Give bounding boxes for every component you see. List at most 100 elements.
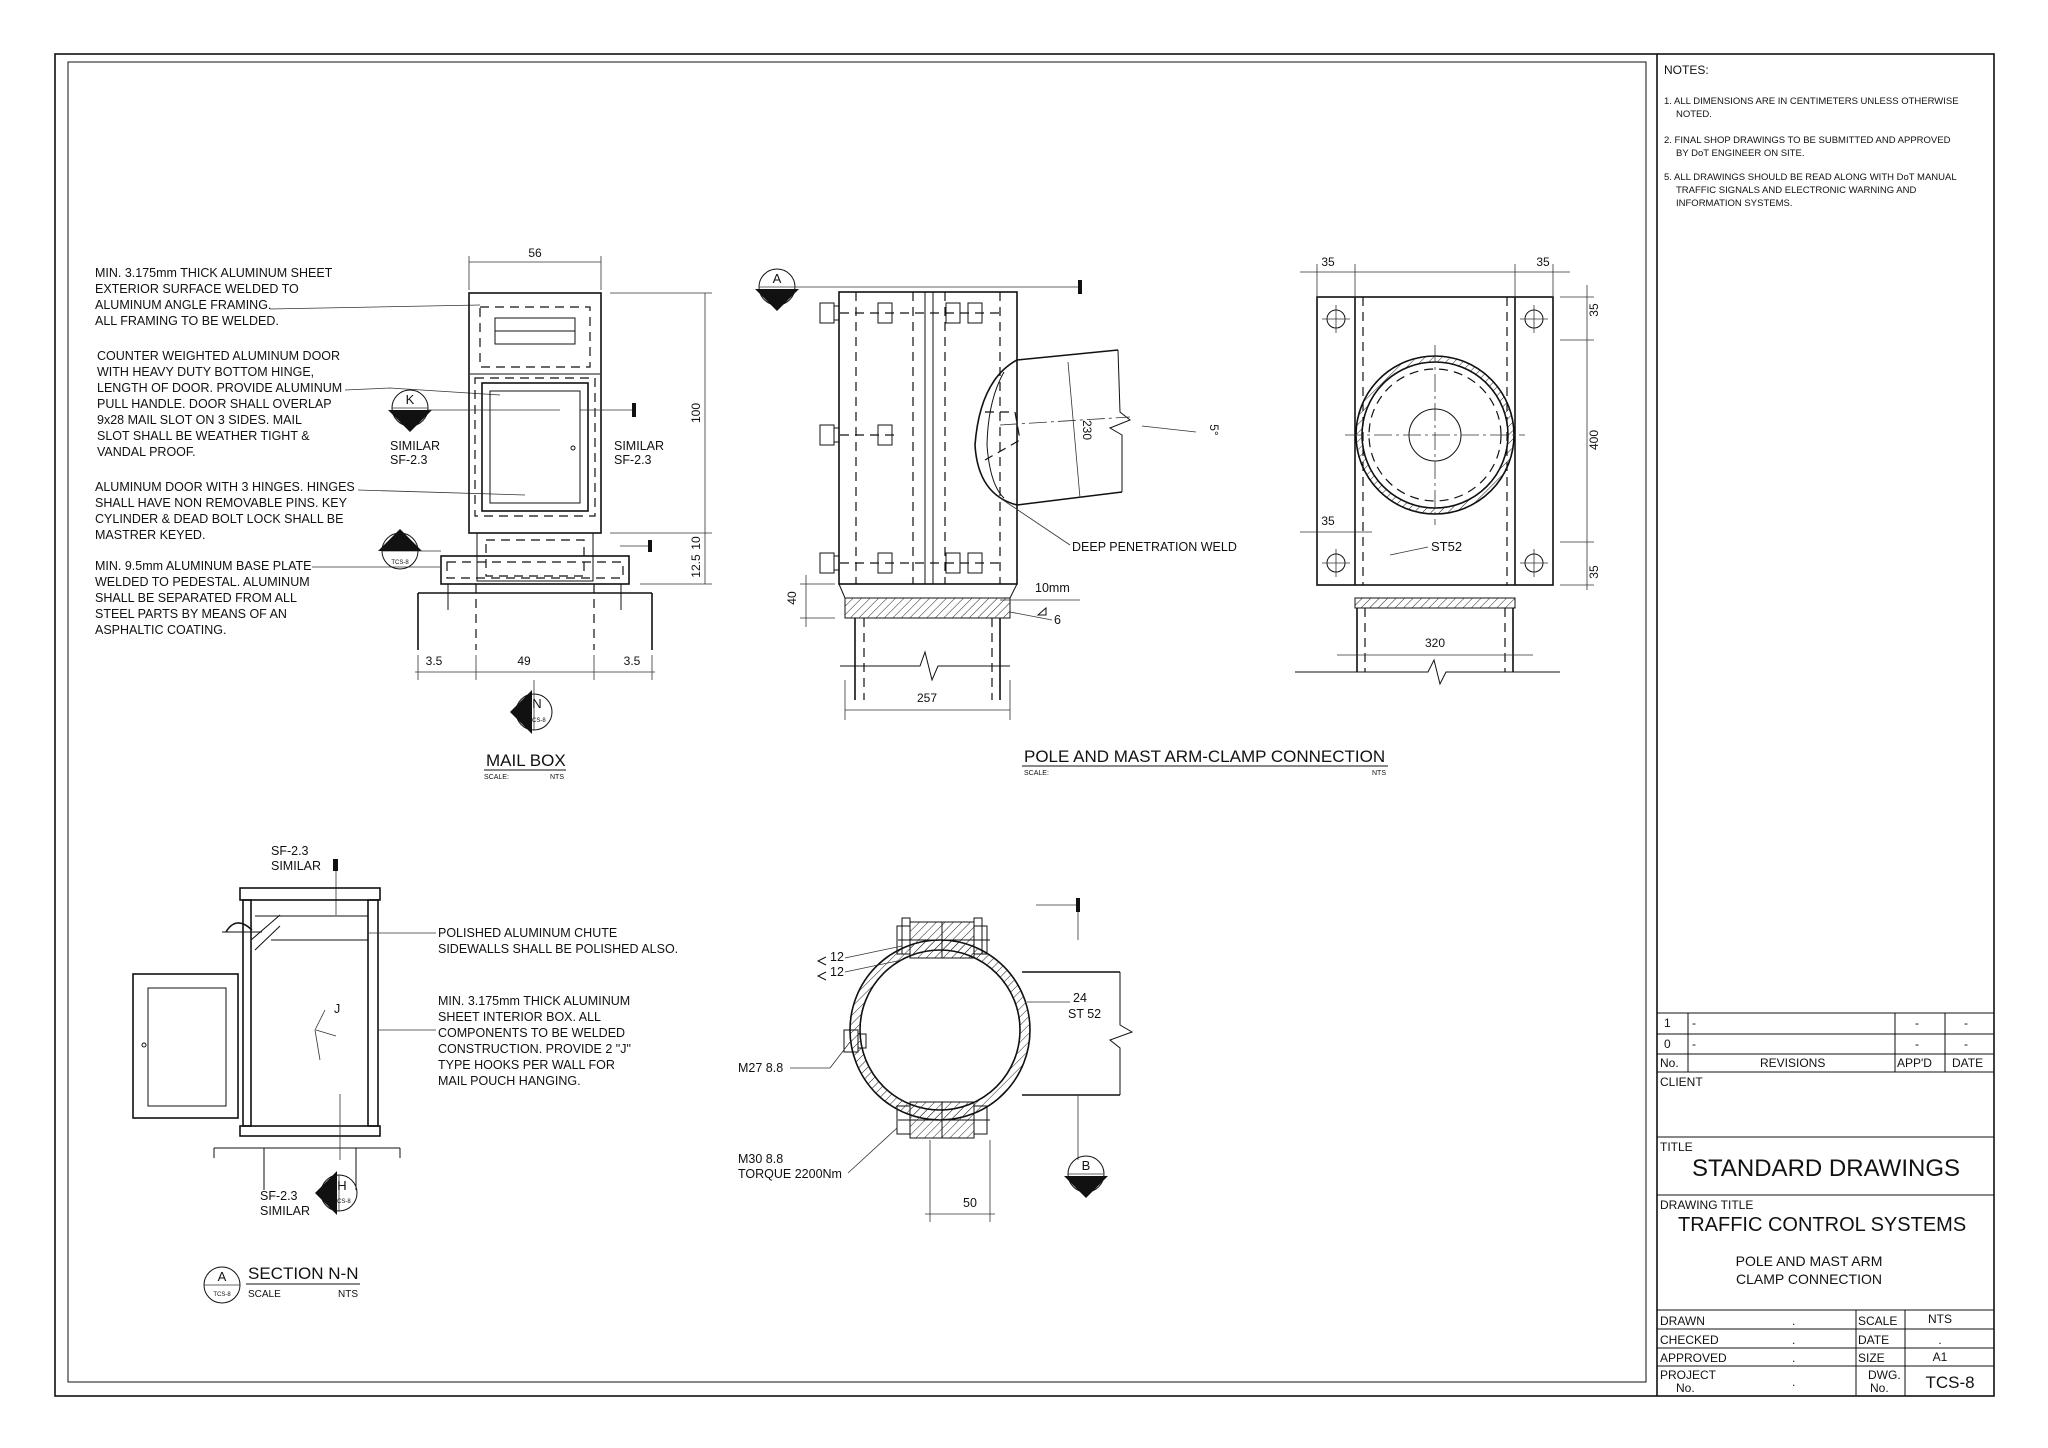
note-1-line2: NOTED. bbox=[1676, 109, 1712, 120]
section-marker-icon bbox=[510, 690, 532, 734]
section-cut-mark bbox=[1076, 898, 1080, 912]
section-bottom-similar: SIMILAR bbox=[260, 1204, 310, 1218]
section-marker-icon bbox=[1064, 1176, 1108, 1198]
rev-1-no: 1 bbox=[1664, 1016, 1671, 1030]
mailbox-note-2-line5: 9x28 MAIL SLOT ON 3 SIDES. MAIL bbox=[97, 413, 302, 427]
weld-label-1: 12 bbox=[830, 950, 844, 964]
tag-h-letter: H bbox=[337, 1178, 346, 1193]
ring-inner bbox=[859, 949, 1021, 1111]
section-top-ref: SF-2.3 bbox=[271, 844, 309, 858]
mast-arm-top bbox=[1016, 349, 1119, 361]
dim-plate-right-top: 35 bbox=[1587, 303, 1601, 317]
mailbox-note-1-line4: ALL FRAMING TO BE WELDED. bbox=[95, 314, 279, 328]
clamp-scale-label: SCALE: bbox=[1024, 770, 1049, 777]
ring-dim-24: 24 bbox=[1073, 991, 1087, 1005]
dwg-number: TCS-8 bbox=[1925, 1373, 1974, 1392]
section-cut-mark bbox=[333, 859, 338, 871]
box-note-line6: MAIL POUCH HANGING. bbox=[438, 1074, 581, 1088]
section-cut-mark bbox=[648, 540, 652, 552]
tag-b-ref: TCS-8 bbox=[1077, 1181, 1095, 1187]
mailbox-note-1-line2: EXTERIOR SURFACE WELDED TO bbox=[95, 282, 299, 296]
mailbox-note-3-line1: ALUMINUM DOOR WITH 3 HINGES. HINGES bbox=[95, 480, 355, 494]
similar-right-l2: SF-2.3 bbox=[614, 453, 652, 467]
break-line bbox=[1108, 972, 1134, 1095]
tag-a-ref: TCS-8 bbox=[768, 294, 786, 300]
similar-left-l1: SIMILAR bbox=[390, 439, 440, 453]
j-hook-icon bbox=[314, 1009, 326, 1061]
mailbox-base-plate bbox=[440, 555, 630, 585]
weld-label-2: 12 bbox=[830, 965, 844, 979]
rev-1-appd: - bbox=[1915, 1016, 1919, 1030]
mailbox-title: MAIL BOX bbox=[486, 751, 566, 770]
mailbox-note-2-line6: SLOT SHALL BE WEATHER TIGHT & bbox=[97, 429, 310, 443]
mailbox-scale-value: NTS bbox=[550, 774, 564, 781]
date-value: . bbox=[1938, 1333, 1941, 1347]
mailbox-scale-label: SCALE: bbox=[484, 774, 509, 781]
section-scale-value: NTS bbox=[338, 1289, 358, 1300]
weld-label: DEEP PENETRATION WELD bbox=[1072, 540, 1237, 554]
plate-weld bbox=[1354, 597, 1516, 609]
rev-0-date: - bbox=[1964, 1037, 1968, 1051]
mailbox-note-2-line3: LENGTH OF DOOR. PROVIDE ALUMINUM bbox=[97, 381, 342, 395]
mailbox-note-1-line1: MIN. 3.175mm THICK ALUMINUM SHEET bbox=[95, 266, 333, 280]
chute-top bbox=[239, 887, 381, 901]
dim-plate-320: 320 bbox=[1425, 636, 1445, 650]
drawn-label: DRAWN bbox=[1660, 1314, 1705, 1328]
mailbox-note-4-line2: WELDED TO PEDESTAL. ALUMINUM bbox=[95, 575, 310, 589]
chute-bottom bbox=[239, 1125, 381, 1137]
size-value: A1 bbox=[1933, 1350, 1948, 1364]
clamp-body bbox=[838, 291, 1018, 585]
door-lock-icon bbox=[570, 445, 576, 451]
section-marker-icon bbox=[388, 410, 432, 432]
sheet-title: STANDARD DRAWINGS bbox=[1692, 1155, 1960, 1182]
similar-left-l2: SF-2.3 bbox=[390, 453, 428, 467]
rev-0-no: 0 bbox=[1664, 1037, 1671, 1051]
dim-plate-height: 400 bbox=[1587, 430, 1601, 450]
tag-a-letter: A bbox=[773, 271, 782, 286]
mailbox-note-2-line7: VANDAL PROOF. bbox=[97, 445, 196, 459]
break-line bbox=[1108, 349, 1131, 492]
section-n-n: SF-2.3 SIMILAR J POLISHED ALUMINUM CHUTE… bbox=[132, 844, 678, 1304]
break-line bbox=[840, 650, 1010, 682]
weld-size-6: 6 bbox=[1054, 613, 1061, 627]
similar-right-l1: SIMILAR bbox=[614, 439, 664, 453]
clamp-title: POLE AND MAST ARM-CLAMP CONNECTION bbox=[1024, 747, 1385, 766]
rev-header-no: No. bbox=[1660, 1056, 1679, 1070]
mail-slot-frame bbox=[479, 306, 591, 368]
dwg-label-1: DWG. bbox=[1868, 1368, 1901, 1382]
note-2-line1: 2. FINAL SHOP DRAWINGS TO BE SUBMITTED A… bbox=[1664, 135, 1951, 146]
dim-mailbox-mid: 49 bbox=[517, 654, 531, 668]
checked-label: CHECKED bbox=[1660, 1333, 1719, 1347]
mailbox-note-1-line3: ALUMINUM ANGLE FRAMING. bbox=[95, 298, 271, 312]
dim-plate-top-right: 35 bbox=[1536, 255, 1550, 269]
section-marker-icon bbox=[755, 289, 799, 311]
date-label: DATE bbox=[1858, 1333, 1889, 1347]
bolt-label-m30: M30 8.8 bbox=[738, 1152, 783, 1166]
dim-plate-left: 35 bbox=[1321, 514, 1335, 528]
sheet-border bbox=[54, 53, 1995, 1397]
note-5-line2: TRAFFIC SIGNALS AND ELECTRONIC WARNING A… bbox=[1676, 185, 1916, 196]
size-label: SIZE bbox=[1858, 1351, 1885, 1365]
drawing-subtitle-1: POLE AND MAST ARM bbox=[1736, 1253, 1883, 1269]
mast-arm-saddle bbox=[974, 359, 1018, 506]
door-lock-icon bbox=[141, 1042, 147, 1048]
mailbox-note-4-line3: SHALL BE SEPARATED FROM ALL bbox=[95, 591, 297, 605]
checked-value: . bbox=[1792, 1333, 1795, 1347]
note-5-line1: 5. ALL DRAWINGS SHOULD BE READ ALONG WIT… bbox=[1664, 172, 1957, 183]
j-hook-label: J bbox=[334, 1002, 340, 1016]
tag-b-letter: B bbox=[1082, 1158, 1091, 1173]
box-note-line5: TYPE HOOKS PER WALL FOR bbox=[438, 1058, 615, 1072]
rev-header-desc: REVISIONS bbox=[1760, 1056, 1825, 1070]
note-1-line1: 1. ALL DIMENSIONS ARE IN CENTIMETERS UNL… bbox=[1664, 96, 1959, 107]
section-title-tag-letter: A bbox=[218, 1269, 227, 1284]
rev-1-date: - bbox=[1964, 1016, 1968, 1030]
mailbox-note-3-line2: SHALL HAVE NON REMOVABLE PINS. KEY bbox=[95, 496, 348, 510]
ring-dim-50: 50 bbox=[963, 1196, 977, 1210]
bolt-label-m27: M27 8.8 bbox=[738, 1061, 783, 1075]
mailbox-body bbox=[468, 292, 602, 534]
mailbox-elevation: MIN. 3.175mm THICK ALUMINUM SHEET EXTERI… bbox=[95, 246, 712, 781]
mailbox-door bbox=[481, 382, 589, 512]
notes-panel: NOTES: 1. ALL DIMENSIONS ARE IN CENTIMET… bbox=[1664, 63, 1959, 209]
bolt-label-torque: TORQUE 2200Nm bbox=[738, 1167, 842, 1181]
